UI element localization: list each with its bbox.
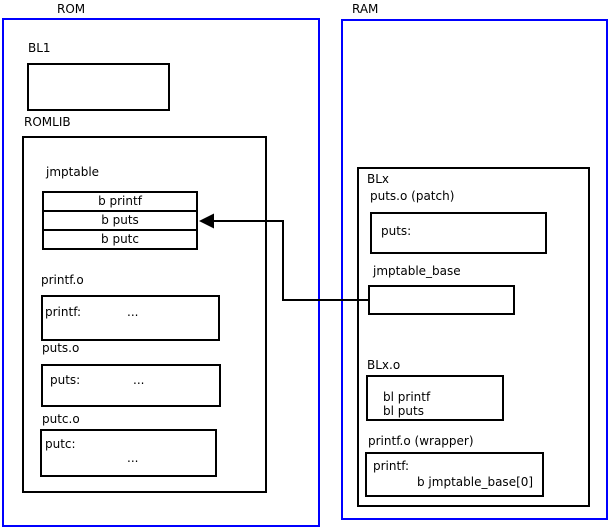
putc-body: ... xyxy=(127,451,139,465)
puts-patch-label: puts.o (patch) xyxy=(370,189,455,203)
printf-wrapper-label: printf.o (wrapper) xyxy=(368,434,474,448)
printf-wrapper-symbol: printf: xyxy=(373,459,410,473)
printf-body: ... xyxy=(127,305,139,319)
puts-body: ... xyxy=(133,373,145,387)
printf-wrapper-box: printf: b jmptable_base[0] xyxy=(365,452,544,497)
blx-label: BLx xyxy=(367,172,390,186)
printf-symbol: printf: xyxy=(45,305,82,319)
puts-patch-box: puts: xyxy=(370,212,547,254)
putc-symbol: putc: xyxy=(45,437,76,451)
jmptable-entry-printf: b printf xyxy=(42,191,198,212)
rom-title: ROM xyxy=(57,2,86,16)
blx-o-line-2: bl puts xyxy=(383,404,424,418)
romlib-label: ROMLIB xyxy=(24,115,71,129)
blx-o-box: bl printf bl puts xyxy=(366,375,504,421)
printf-o-label: printf.o xyxy=(41,273,84,287)
ram-title: RAM xyxy=(352,2,379,16)
jmptable-base-label: jmptable_base xyxy=(373,264,461,278)
jmptable-label: jmptable xyxy=(46,165,100,179)
bl1-label: BL1 xyxy=(28,41,51,55)
jmptable-box: b printf b puts b putc xyxy=(42,191,198,250)
jmptable-entry-puts: b puts xyxy=(42,210,198,231)
puts-o-box: puts: ... xyxy=(41,364,221,407)
jmptable-entry-putc: b putc xyxy=(42,229,198,250)
putc-o-label: putc.o xyxy=(42,412,80,426)
blx-o-label: BLx.o xyxy=(367,358,401,372)
bl1-box xyxy=(27,63,170,111)
printf-o-box: printf: ... xyxy=(41,295,220,341)
putc-o-box: putc: ... xyxy=(40,429,217,477)
jmptable-base-box xyxy=(368,285,515,315)
puts-o-label: puts.o xyxy=(42,341,80,355)
puts-symbol: puts: xyxy=(50,373,81,387)
printf-wrapper-body: b jmptable_base[0] xyxy=(417,475,534,489)
blx-o-line-1: bl printf xyxy=(383,390,431,404)
puts-patch-symbol: puts: xyxy=(381,224,412,238)
